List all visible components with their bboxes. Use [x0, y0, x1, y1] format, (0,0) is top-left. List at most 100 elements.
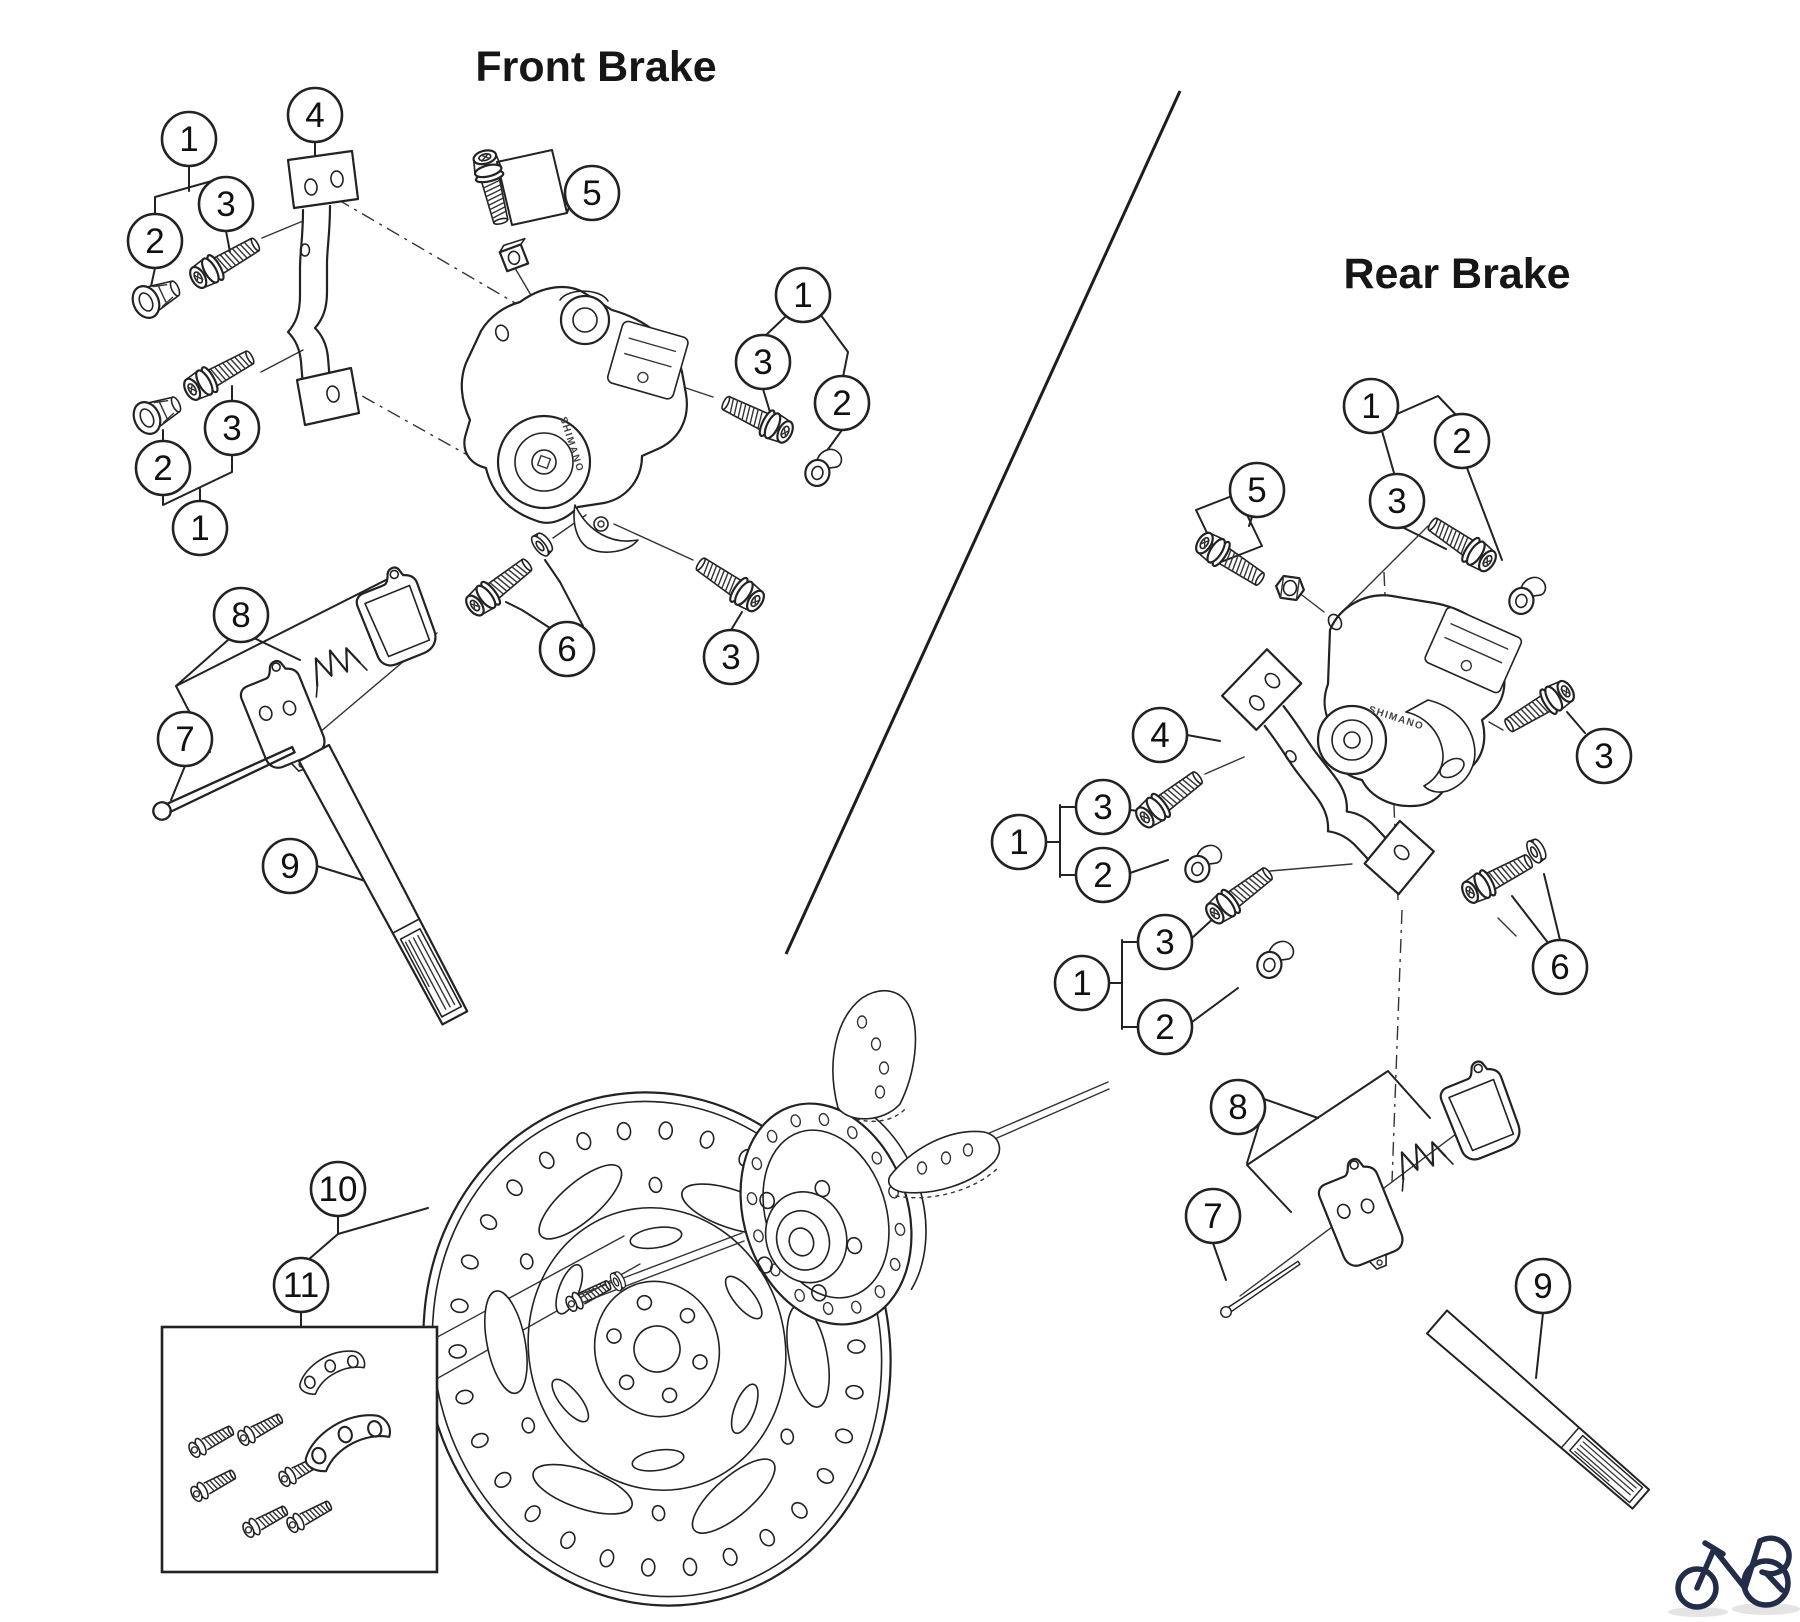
callout-circle	[990, 813, 1048, 871]
callout-1: 1	[990, 813, 1048, 871]
callout-10: 10	[309, 1160, 367, 1218]
callout-circle	[1131, 706, 1189, 764]
callout-5: 5	[1228, 461, 1286, 519]
callout-circle	[563, 164, 621, 222]
callout-8: 8	[212, 586, 270, 644]
callout-9: 9	[1514, 1257, 1572, 1315]
logo-r-loop	[1757, 1535, 1792, 1593]
callout-3: 3	[1074, 778, 1132, 836]
callout-3: 3	[203, 399, 261, 457]
bicycle-logo	[1668, 1535, 1800, 1617]
callout-9: 9	[261, 837, 319, 895]
front-brake-title: Front Brake	[475, 43, 716, 91]
callout-circle	[261, 837, 319, 895]
callout-circle	[212, 586, 270, 644]
rear-cable-hook-upper	[1181, 839, 1225, 888]
callout-circle	[171, 499, 229, 557]
callout-circle	[1514, 1257, 1572, 1315]
front-brake-section: SHIMANO	[126, 141, 1110, 1607]
callout-number: 2	[153, 449, 172, 488]
callout-number: 3	[1155, 923, 1174, 962]
callout-number: 6	[557, 630, 576, 669]
front-pad-axle-washer	[527, 529, 557, 560]
callout-4: 4	[1131, 706, 1189, 764]
front-pad-axle-bolt	[460, 551, 539, 622]
callout-1: 1	[774, 266, 832, 324]
callout-3: 3	[702, 628, 760, 686]
callout-circle	[134, 439, 192, 497]
logo-shadow-right	[1732, 1603, 1800, 1615]
callout-number: 2	[145, 222, 164, 261]
front-caliper-bolt-bottom	[689, 550, 770, 618]
callout-circle	[286, 86, 344, 144]
front-adapter-bracket	[286, 149, 361, 427]
callout-circle	[1209, 1078, 1267, 1136]
callout-6: 6	[538, 620, 596, 678]
callout-circle	[1074, 778, 1132, 836]
rear-pad-spacer	[1425, 1309, 1652, 1512]
callout-circle	[160, 110, 218, 168]
callout-1: 1	[1342, 377, 1400, 435]
callout-number: 1	[179, 120, 198, 159]
callout-number: 9	[280, 847, 299, 886]
callout-circle	[1053, 954, 1111, 1012]
callout-number: 2	[832, 384, 851, 423]
callout-number: 1	[1009, 823, 1028, 862]
rear-fixing-bolt-upper	[1130, 763, 1209, 834]
spoke-flange-fragment-top	[832, 990, 917, 1123]
callout-7: 7	[1184, 1187, 1242, 1245]
callout-circle	[774, 266, 832, 324]
callout-circle	[1575, 727, 1633, 785]
callout-4: 4	[286, 86, 344, 144]
callout-2: 2	[134, 439, 192, 497]
callout-circle	[309, 1160, 367, 1218]
callout-number: 3	[1387, 482, 1406, 521]
callout-circle	[1531, 938, 1589, 996]
callout-circle	[272, 1256, 330, 1314]
front-pad-spacer	[297, 743, 471, 1027]
rear-cable-hook-top	[1505, 571, 1549, 620]
front-caliper: SHIMANO	[460, 286, 689, 553]
rear-caliper-bolt-right	[1498, 674, 1580, 740]
callout-number: 5	[1247, 471, 1266, 510]
front-adjust-cone-lower	[127, 386, 188, 440]
callout-circle	[1228, 461, 1286, 519]
rear-brake-pad	[1431, 1054, 1528, 1165]
rear-leader-lines	[1045, 395, 1586, 1379]
callout-number: 1	[1072, 964, 1091, 1003]
rear-fixing-bolt-lower	[1200, 859, 1279, 930]
callout-5: 5	[563, 164, 621, 222]
callout-number: 2	[1155, 1008, 1174, 1047]
callout-number: 3	[222, 409, 241, 448]
callout-circle	[203, 399, 261, 457]
front-hub	[739, 1102, 927, 1326]
callout-number: 3	[1594, 737, 1613, 776]
callout-number: 8	[1228, 1088, 1247, 1127]
callout-circle	[1342, 377, 1400, 435]
callout-circle	[1136, 913, 1194, 971]
callout-3: 3	[1575, 727, 1633, 785]
callout-6: 6	[1531, 938, 1589, 996]
front-caliper-bolt-right	[716, 388, 799, 449]
callout-number: 1	[190, 509, 209, 548]
callout-circle	[1184, 1187, 1242, 1245]
front-pad-spring	[301, 639, 371, 699]
callout-circle	[538, 620, 596, 678]
rear-brake-title: Rear Brake	[1343, 250, 1570, 298]
callout-circle	[813, 374, 871, 432]
callout-number: 4	[305, 96, 324, 135]
callout-number: 1	[793, 276, 812, 315]
callout-2: 2	[1433, 412, 1491, 470]
callout-number: 7	[1203, 1197, 1222, 1236]
callout-circle	[702, 628, 760, 686]
callout-2: 2	[1074, 846, 1132, 904]
rear-caliper: SHIMANO	[1316, 594, 1523, 808]
callout-number: 3	[1093, 788, 1112, 827]
callout-number: 10	[319, 1170, 358, 1209]
disc-rotor	[422, 1091, 892, 1607]
callout-number: 7	[175, 720, 194, 759]
callout-number: 3	[216, 185, 235, 224]
